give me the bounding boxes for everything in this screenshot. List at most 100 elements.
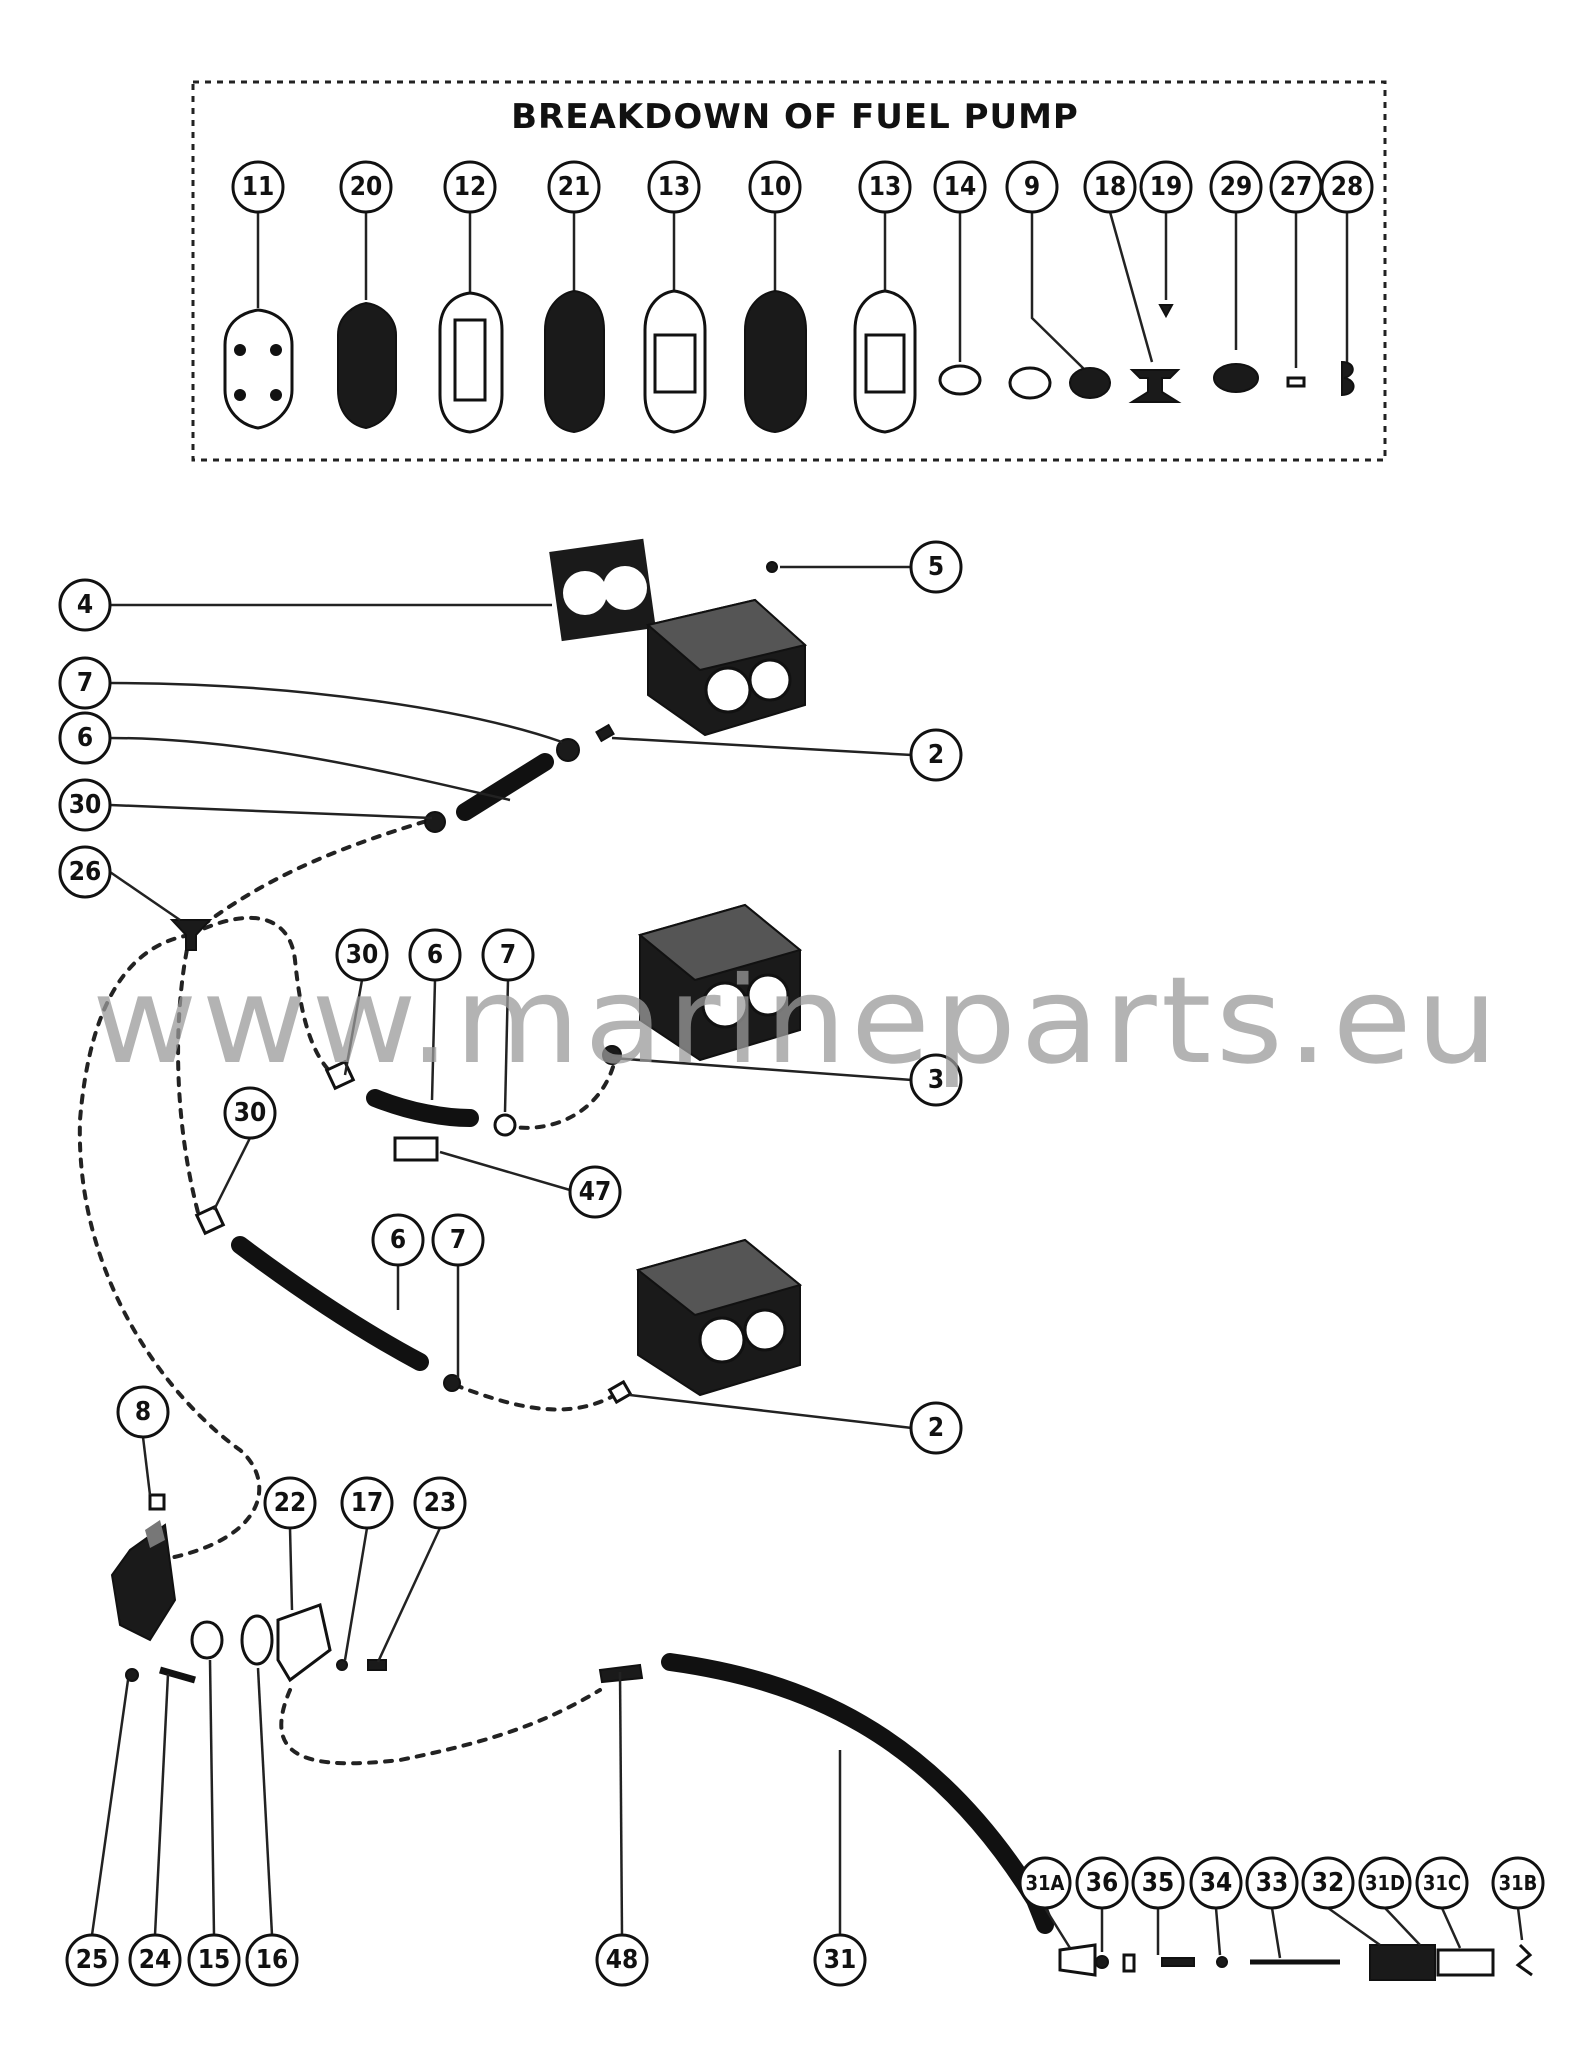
svg-text:17: 17 [351,1488,384,1518]
svg-text:5: 5 [928,552,944,582]
svg-text:48: 48 [606,1945,639,1975]
svg-text:30: 30 [346,940,379,970]
callout-11: 11 [231,160,285,214]
main-leaders [90,565,1524,1959]
svg-text:2: 2 [928,740,944,770]
svg-text:24: 24 [139,1945,172,1975]
callout-31C: 31C [1415,1856,1469,1910]
callout-27: 27 [1269,160,1323,214]
svg-text:14: 14 [944,172,977,202]
pump-plate-part-10 [744,289,807,434]
callout-13b: 13 [858,160,912,214]
carburetor-top [645,598,808,737]
svg-text:31C: 31C [1423,1871,1461,1895]
callout-6-lower: 6 [371,1213,425,1267]
callout-32: 32 [1301,1856,1355,1910]
svg-text:31A: 31A [1026,1871,1065,1895]
svg-text:11: 11 [242,172,275,202]
valve-part-29 [1213,363,1259,393]
callout-9: 9 [1005,160,1059,214]
callout-30-top: 30 [58,778,112,832]
callout-5: 5 [909,540,963,594]
callout-3: 3 [909,1053,963,1107]
svg-text:28: 28 [1331,172,1364,202]
svg-text:29: 29 [1220,172,1253,202]
pin-part-27 [1286,376,1306,388]
callout-17: 17 [340,1476,394,1530]
svg-text:31B: 31B [1499,1871,1538,1895]
svg-text:20: 20 [350,172,383,202]
svg-text:6: 6 [390,1225,406,1255]
breakdown-title: BREAKDOWN OF FUEL PUMP [511,97,1079,137]
svg-text:7: 7 [77,668,93,698]
callout-19: 19 [1139,160,1193,214]
callout-18: 18 [1083,160,1137,214]
callout-30-lower: 30 [223,1086,277,1140]
callout-7-lower: 7 [431,1213,485,1267]
callout-36: 36 [1075,1856,1129,1910]
callout-28: 28 [1320,160,1374,214]
check-valve-part-9a [1008,366,1052,400]
carburetor-lower [635,1238,803,1397]
svg-text:16: 16 [256,1945,289,1975]
callout-31A: 31A [1018,1856,1072,1910]
svg-text:8: 8 [135,1397,151,1427]
svg-text:31D: 31D [1365,1871,1405,1895]
callout-7-middle: 7 [481,928,535,982]
fuel-lines [77,818,617,1766]
fuel-hose-middle [366,1089,479,1127]
callout-25: 25 [65,1933,119,1987]
svg-text:10: 10 [759,172,792,202]
screw-part-19 [1158,304,1174,319]
svg-text:13: 13 [658,172,691,202]
callout-31D: 31D [1358,1856,1412,1910]
callout-33: 33 [1245,1856,1299,1910]
svg-text:26: 26 [69,857,102,887]
svg-text:32: 32 [1312,1868,1345,1898]
callout-47: 47 [568,1165,622,1219]
svg-text:21: 21 [558,172,591,202]
callout-22: 22 [263,1476,317,1530]
callout-16: 16 [245,1933,299,1987]
svg-text:4: 4 [77,590,93,620]
callout-31: 31 [813,1933,867,1987]
svg-text:6: 6 [427,940,443,970]
callout-4: 4 [58,578,112,632]
callout-10: 10 [748,160,802,214]
svg-text:27: 27 [1280,172,1313,202]
svg-text:3: 3 [928,1065,944,1095]
fuel-connector-parts [1058,1943,1533,1981]
fuel-pump-assembly [110,1493,387,1684]
diaphragm-part-21 [544,289,605,434]
svg-text:7: 7 [500,940,516,970]
pump-cover-part [223,308,294,430]
svg-text:13: 13 [869,172,902,202]
svg-text:12: 12 [454,172,487,202]
callout-48: 48 [595,1933,649,1987]
callout-14: 14 [933,160,987,214]
svg-text:18: 18 [1094,172,1127,202]
svg-text:19: 19 [1150,172,1183,202]
fuel-inlet-hose [661,1653,1054,1934]
svg-text:15: 15 [198,1945,231,1975]
callout-7-top: 7 [58,656,112,710]
callout-21: 21 [547,160,601,214]
callout-20: 20 [339,160,393,214]
callout-13a: 13 [647,160,701,214]
gasket-part-13b [853,289,917,434]
callout-34: 34 [1189,1856,1243,1910]
callout-8: 8 [116,1385,170,1439]
check-valve-part-9b [1069,367,1111,399]
svg-text:9: 9 [1024,172,1040,202]
svg-text:34: 34 [1200,1868,1233,1898]
carburetor-gasket [549,538,656,642]
svg-text:22: 22 [274,1488,307,1518]
svg-text:25: 25 [76,1945,109,1975]
callout-2-lower: 2 [909,1401,963,1455]
hose-filter-part-47 [393,1136,439,1162]
svg-text:6: 6 [77,723,93,753]
callout-23: 23 [413,1476,467,1530]
callout-26: 26 [58,845,112,899]
svg-text:33: 33 [1256,1868,1289,1898]
